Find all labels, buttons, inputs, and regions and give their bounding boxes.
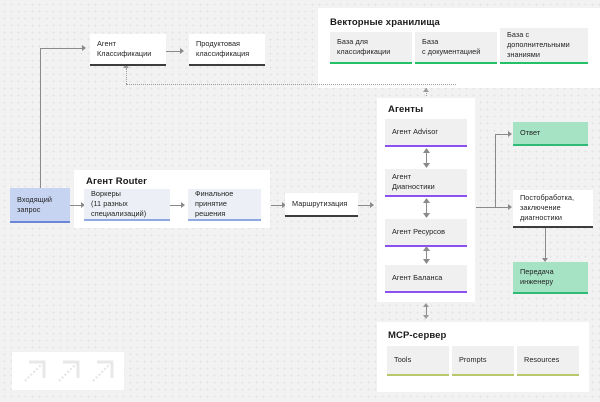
arrowhead-mcp-down [423,315,429,319]
connector-postprocessing-to-transfer [545,228,546,260]
arrowhead-to-agents [370,202,374,208]
connector-dotted-vector-vertical [426,88,427,96]
connector-classification-to-product [166,51,181,52]
node-mcp-prompts[interactable]: Prompts [452,346,514,376]
node-mcp-resources[interactable]: Resources [517,346,579,376]
arrowhead-to-decision [181,202,185,208]
router-title: Агент Router [86,176,147,187]
biarrow-advisor-diagnostics [423,148,430,168]
connector-request-to-router [70,205,82,206]
connector-agents-out [476,207,508,208]
watermark-arrows [12,352,124,390]
node-agent-balance-label: Агент Баланса [392,273,443,283]
node-routing[interactable]: Маршрутизация [285,193,358,217]
arrowhead-to-transfer [542,258,548,262]
arrowhead-to-routing [282,202,286,208]
node-agent-advisor[interactable]: Агент Advisor [385,119,467,147]
node-mcp-tools-label: Tools [394,355,412,365]
connector-workers-to-decision [170,205,182,206]
node-agent-balance[interactable]: Агент Баланса [385,265,467,293]
vector-stores-title: Векторные хранилища [330,17,440,28]
node-answer[interactable]: Ответ [513,122,588,146]
arrow-glyph-icon [92,360,114,382]
arrowhead-to-answer [508,131,512,137]
connector-riser-to-answer [495,134,496,207]
arrowhead-to-product [180,48,184,54]
biarrow-diagnostics-resources [423,198,430,218]
node-agent-advisor-label: Агент Advisor [392,127,438,137]
arrowhead-to-router [81,202,85,208]
connector-router-to-routing [271,205,283,206]
node-mcp-prompts-label: Prompts [459,355,487,365]
arrowhead-to-classification [82,45,86,51]
agents-title: Агенты [388,104,424,115]
node-answer-label: Ответ [520,128,541,138]
biarrow-resources-balance [423,246,430,264]
mcp-title: MCP-сервер [388,330,447,341]
arrow-glyph-icon [24,360,46,382]
node-routing-label: Маршрутизация [292,199,348,209]
node-agent-resources-label: Агент Ресурсов [392,227,446,237]
node-agent-resources[interactable]: Агент Ресурсов [385,219,467,247]
node-mcp-resources-label: Resources [524,355,560,365]
connector-agents-mcp [426,305,427,317]
connector-routing-to-agents [358,205,371,206]
connector-request-to-classification [40,48,83,49]
arrow-glyph-icon [58,360,80,382]
connector-to-answer [495,134,509,135]
connector-request-up [40,48,41,188]
arrowhead-to-postprocessing [508,204,512,210]
connector-dotted-bus [126,84,456,85]
node-mcp-tools[interactable]: Tools [387,346,449,376]
arrowhead-classification-dotted-up [123,64,129,68]
connector-dotted-classification-vertical [126,68,127,84]
